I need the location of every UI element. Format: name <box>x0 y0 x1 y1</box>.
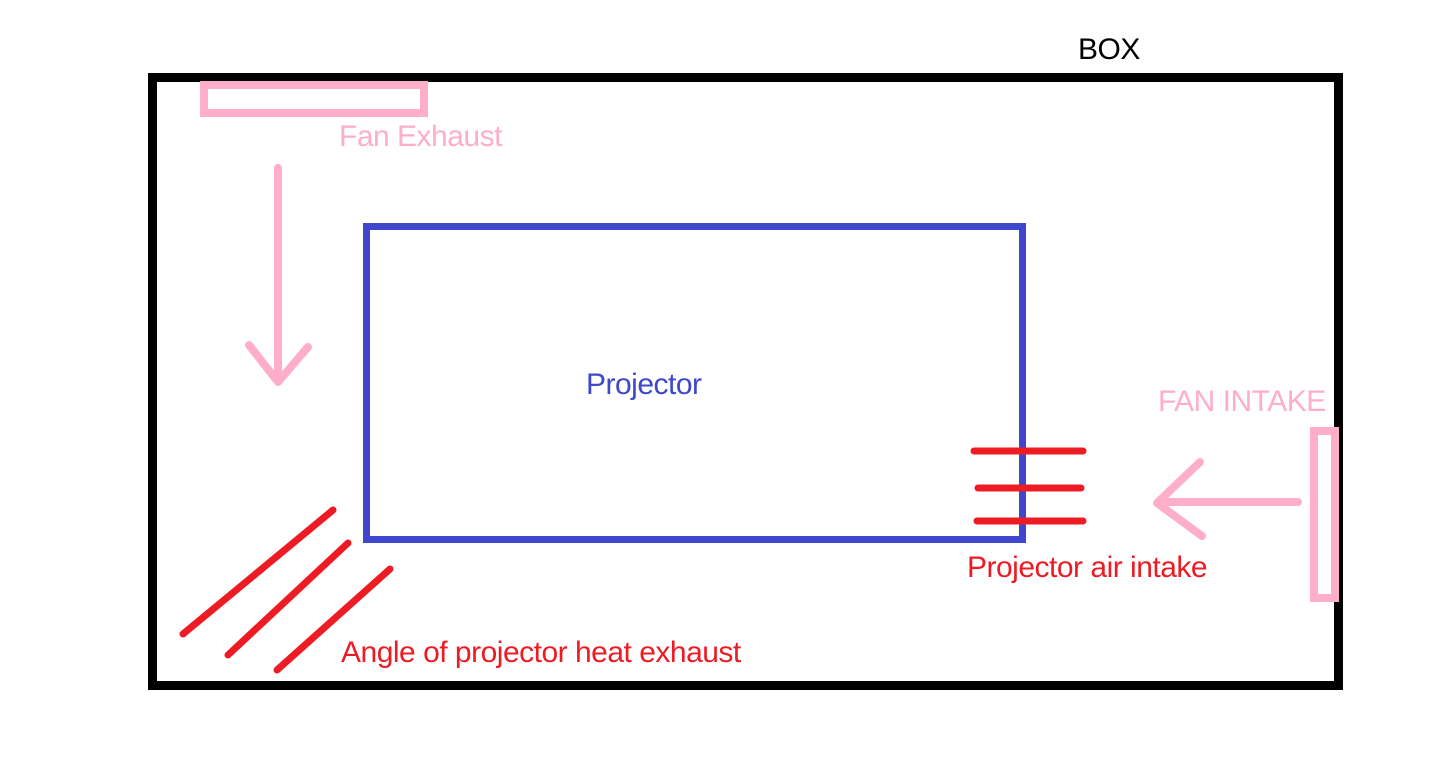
enclosure-box-outline <box>148 73 1343 690</box>
heat-exhaust-angle-label: Angle of projector heat exhaust <box>341 636 741 669</box>
fan-intake-arrow-left <box>1153 458 1302 540</box>
fan-exhaust-label: Fan Exhaust <box>339 120 502 153</box>
projector-air-intake-vents <box>970 447 1087 525</box>
projector-label: Projector <box>586 368 702 401</box>
fan-exhaust-arrow-down <box>245 164 312 386</box>
fan-intake-label: FAN INTAKE <box>1158 385 1326 418</box>
box-label: BOX <box>1078 33 1140 66</box>
projector-air-intake-label: Projector air intake <box>967 551 1208 584</box>
fan-exhaust-rect <box>200 81 428 117</box>
fan-intake-rect <box>1310 427 1339 602</box>
projector-rect <box>363 223 1026 543</box>
heat-exhaust-angle-lines <box>179 506 394 674</box>
